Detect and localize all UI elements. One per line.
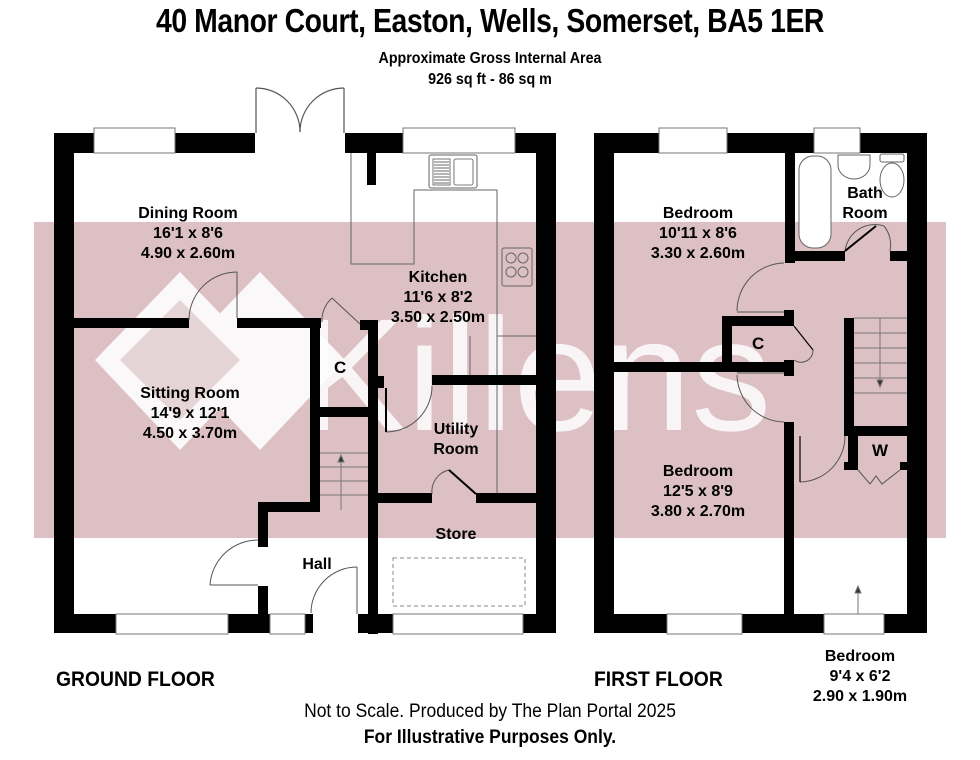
room-label-cupboard: C [752,334,765,353]
room-dimensions-metric: 3.50 x 2.50m [390,309,486,326]
bathroom-fixtures [798,153,905,249]
room-name: Sitting Room [140,385,240,402]
stairs-icon [854,317,907,614]
sink-icon [432,158,474,186]
watermark-brand-text: Killens [300,285,771,464]
ground-floor-walls [54,133,556,634]
page-title: 40 Manor Court, Easton, Wells, Somerset,… [155,2,825,39]
room-label-cupboard: C [334,358,347,377]
room-name: Bath [847,185,883,202]
room-dimensions-metric: 3.30 x 2.60m [650,245,746,262]
first-floor-windows [658,127,885,635]
area-value: 926 sq ft - 86 sq m [428,71,552,88]
watermark-logo-icon [95,272,345,450]
toilet-icon [879,162,905,198]
room-label-sitting-room: Sitting Room 14'9 x 12'1 4.50 x 3.70m [120,384,260,444]
room-label-bedroom-1: Bedroom 10'11 x 8'6 3.30 x 2.60m [630,204,766,264]
room-name: Kitchen [408,269,468,286]
room-name: Bedroom [662,205,734,222]
room-label-bathroom: Bath Room [834,184,896,224]
store-dashed-area [392,557,526,607]
room-name: Bedroom [824,648,896,665]
room-dimensions-imperial: 14'9 x 12'1 [150,405,230,422]
room-label-kitchen: Kitchen 11'6 x 8'2 3.50 x 2.50m [378,268,498,328]
room-dimensions-metric: 4.90 x 2.60m [140,245,236,262]
room-dimensions-imperial: 9'4 x 6'2 [829,668,891,685]
room-label-hall: Hall [287,555,347,575]
room-name: Store [435,526,477,543]
room-name-line2: Room [433,441,479,458]
first-floor-doors [736,224,901,485]
first-floor-label: FIRST FLOOR [594,668,723,691]
room-dimensions-imperial: 16'1 x 8'6 [153,225,223,242]
room-name: Bedroom [662,463,734,480]
bathtub-icon [798,155,832,249]
room-name: Hall [302,556,332,573]
room-dimensions-metric: 4.50 x 3.70m [142,425,238,442]
ground-floor-windows [93,127,524,635]
room-name-line2: Room [842,205,888,222]
ground-floor-label: GROUND FLOOR [56,668,215,691]
room-dimensions-imperial: 12'5 x 8'9 [663,483,733,500]
footer-note: Not to Scale. Produced by The Plan Porta… [304,701,676,722]
kitchen-counters [350,153,536,493]
room-label-bedroom-2: Bedroom 12'5 x 8'9 3.80 x 2.70m [630,462,766,522]
room-label-bedroom-3: Bedroom 9'4 x 6'2 2.90 x 1.90m [800,647,920,707]
washbasin-icon [837,154,871,180]
room-name: Utility [433,421,479,438]
room-label-dining-room: Dining Room 16'1 x 8'6 4.90 x 2.60m [120,204,256,264]
room-name: Dining Room [138,205,238,222]
room-dimensions-imperial: 10'11 x 8'6 [659,225,737,242]
first-floor-walls [594,133,927,633]
stairs-icon [320,452,368,510]
room-label-wardrobe: W [872,441,889,460]
room-dimensions-metric: 2.90 x 1.90m [812,688,908,705]
room-label-utility-room: Utility Room [416,420,496,460]
room-label-store: Store [416,525,496,545]
french-doors-icon [255,87,345,133]
footer-disclaimer: For Illustrative Purposes Only. [363,727,617,748]
ground-floor-doors [188,271,477,614]
room-dimensions-imperial: 11'6 x 8'2 [403,289,473,306]
room-dimensions-metric: 3.80 x 2.70m [650,503,746,520]
area-label: Approximate Gross Internal Area [378,50,602,67]
